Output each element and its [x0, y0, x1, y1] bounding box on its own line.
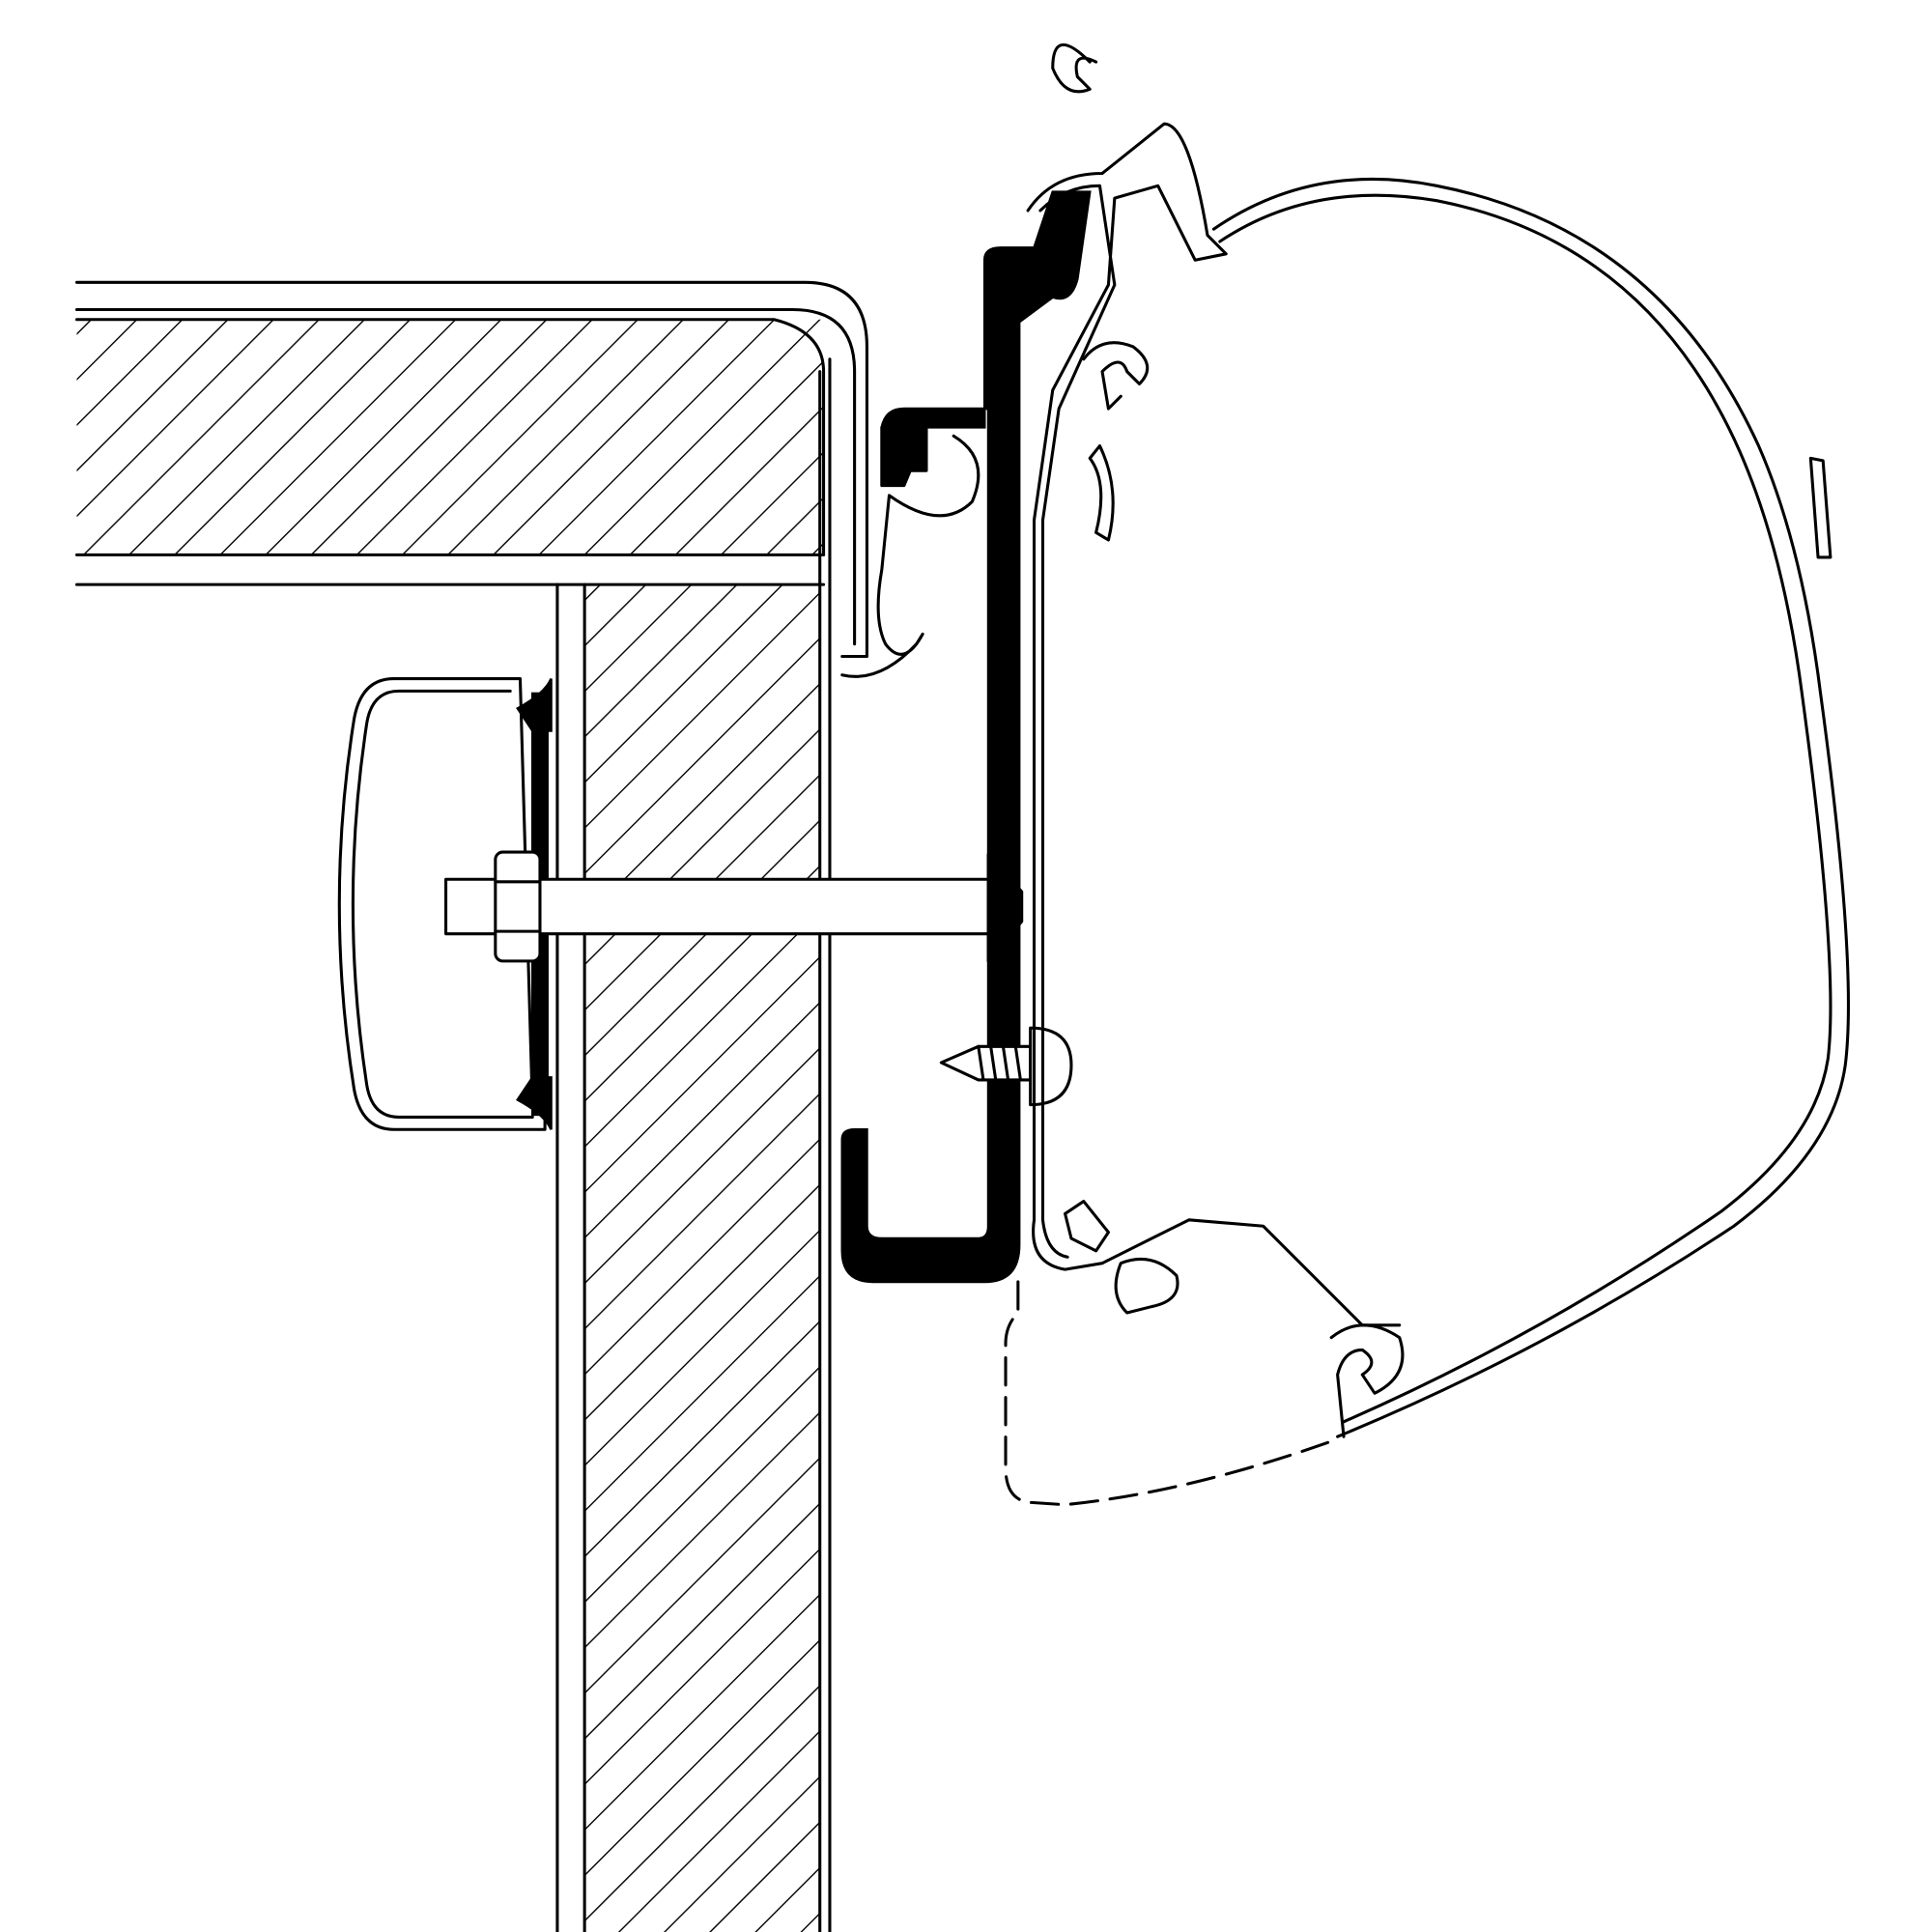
wall-insulation-hatch	[584, 584, 820, 1932]
wall-panel	[555, 357, 832, 1932]
bolt	[444, 850, 1024, 963]
roof-inner-skin	[74, 307, 857, 646]
wood-screw	[939, 1026, 1073, 1107]
keder-channel	[840, 434, 980, 678]
roof-insulation-hatch	[76, 319, 824, 555]
bottom-wing-nut	[1114, 1257, 1179, 1315]
adapter-rail	[840, 190, 1092, 1284]
roof-core-top	[74, 318, 826, 556]
top-hook	[1051, 43, 1098, 94]
hex-nut	[494, 850, 542, 963]
bottom-screw	[1064, 1200, 1110, 1253]
awning-back-wall	[1026, 122, 1402, 1327]
roof-panel	[74, 280, 868, 659]
rivet-head	[1029, 1026, 1073, 1107]
awning-profile	[1026, 43, 1850, 1438]
roof-outer-skin	[74, 280, 868, 659]
dashed-outline	[1004, 1280, 1340, 1507]
